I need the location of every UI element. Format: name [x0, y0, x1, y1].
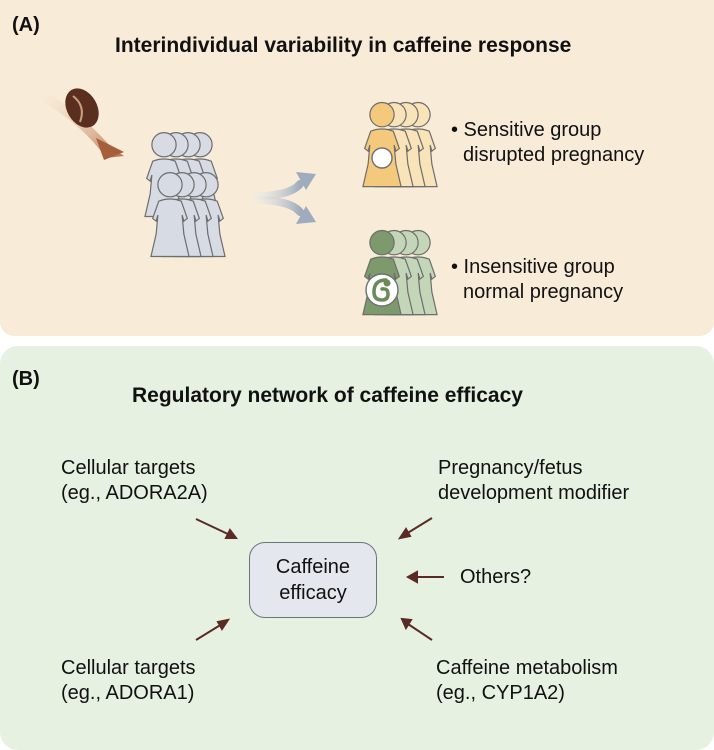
- panel-b-title: Regulatory network of caffeine efficacy: [132, 384, 523, 407]
- sensitive-line-2: disrupted pregnancy: [463, 144, 645, 166]
- insensitive-line-2: normal pregnancy: [463, 281, 624, 303]
- node-bottom-left-line-2: (eg., ADORA1): [61, 682, 195, 704]
- network-arrows: [195, 517, 444, 641]
- insensitive-group-label: • Insensitive group normal pregnancy: [451, 255, 623, 305]
- center-line-2: efficacy: [279, 582, 347, 604]
- empty-womb-icon: [371, 147, 393, 169]
- sensitive-group-label: • Sensitive group disrupted pregnancy: [451, 118, 644, 168]
- panel-a-title: Interindividual variability in caffeine …: [115, 34, 572, 57]
- fetus-icon: [365, 273, 399, 307]
- split-arrow-icon: [251, 172, 316, 224]
- node-top-left-line-2: (eg., ADORA2A): [61, 482, 208, 504]
- panel-b-tag: (B): [12, 368, 40, 390]
- node-right: Others?: [460, 565, 531, 590]
- caffeine-efficacy-node: Caffeine efficacy: [249, 542, 377, 618]
- node-bottom-right-line-2: (eg., CYP1A2): [436, 682, 565, 704]
- node-bottom-left-line-1: Cellular targets: [61, 657, 196, 679]
- panel-a-tag: (A): [12, 14, 40, 36]
- node-bottom-right: Caffeine metabolism (eg., CYP1A2): [436, 656, 618, 706]
- node-right-line-1: Others?: [460, 566, 532, 588]
- node-top-right-line-1: Pregnancy/fetus: [438, 457, 583, 479]
- arrow-top-right-icon: [397, 517, 433, 540]
- population-group-icon: [144, 131, 226, 258]
- node-top-left: Cellular targets (eg., ADORA2A): [61, 456, 208, 506]
- arrow-bottom-right-icon: [400, 617, 433, 641]
- arrow-bottom-left-icon: [195, 618, 231, 641]
- node-top-right-line-2: development modifier: [438, 482, 630, 504]
- node-top-right: Pregnancy/fetus development modifier: [438, 456, 629, 506]
- arrow-top-left-icon: [195, 518, 238, 539]
- panel-a: [0, 0, 714, 336]
- sensitive-line-1: • Sensitive group: [451, 119, 602, 141]
- arrow-right-icon: [405, 570, 444, 584]
- node-bottom-right-line-1: Caffeine metabolism: [436, 657, 618, 679]
- center-line-1: Caffeine: [275, 556, 351, 578]
- coffee-bean-icon: [40, 88, 124, 160]
- node-top-left-line-1: Cellular targets: [61, 457, 196, 479]
- node-bottom-left: Cellular targets (eg., ADORA1): [61, 656, 196, 706]
- insensitive-line-1: • Insensitive group: [451, 256, 615, 278]
